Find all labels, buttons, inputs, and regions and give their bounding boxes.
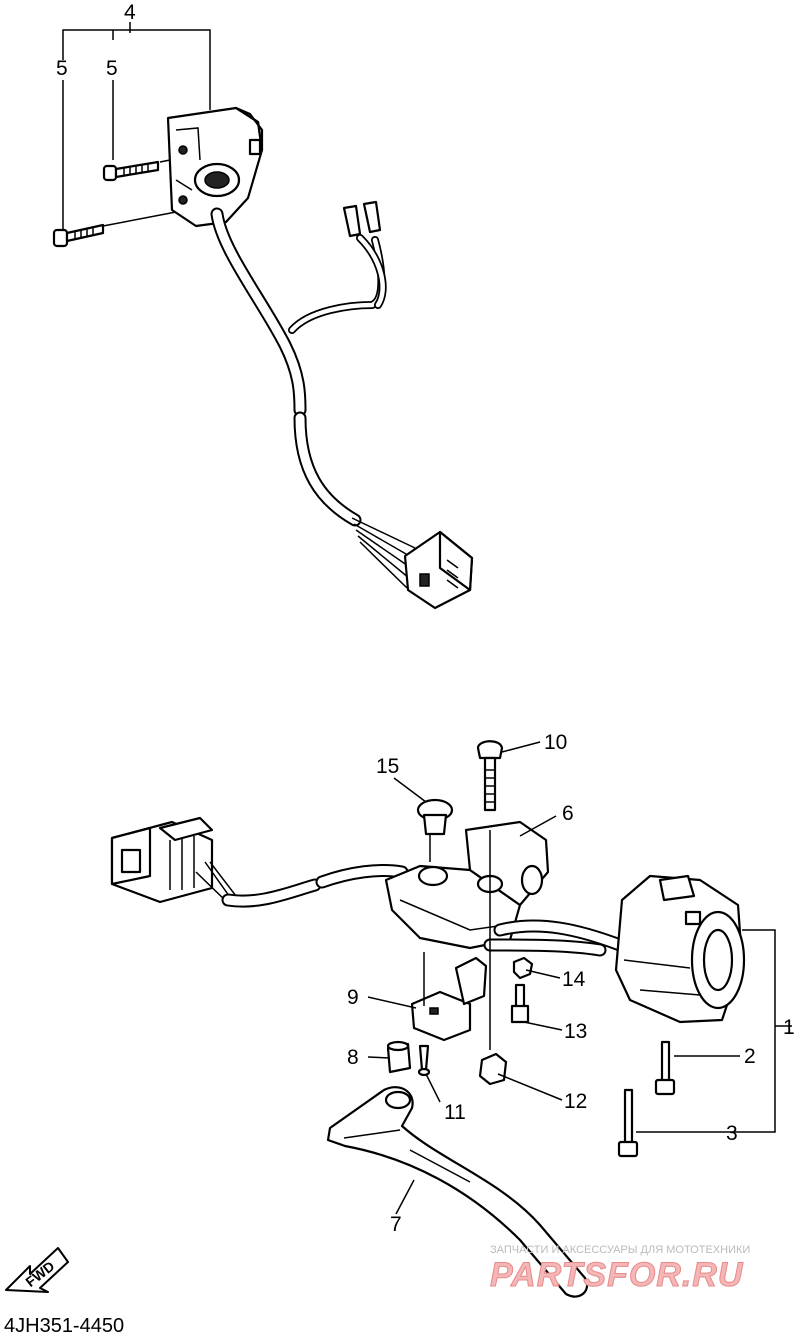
adjust-screw xyxy=(417,1044,431,1077)
multi-pin-coupler-top xyxy=(403,530,474,610)
screw-2 xyxy=(654,1040,676,1096)
screw-upper xyxy=(102,160,160,182)
callout-15: 15 xyxy=(376,755,399,778)
nut-small xyxy=(512,956,534,980)
callout-8: 8 xyxy=(347,1046,359,1069)
callout-5a: 5 xyxy=(56,57,68,80)
callout-1: 1 xyxy=(783,1016,795,1039)
callout-4: 4 xyxy=(124,1,136,24)
callout-11: 11 xyxy=(444,1101,466,1124)
pivot-bolt xyxy=(476,740,504,812)
screw-lower xyxy=(52,223,105,248)
left-handlebar-switch xyxy=(614,874,746,1024)
switch-housing-top xyxy=(166,106,264,228)
callout-10: 10 xyxy=(544,731,567,754)
watermark: ЗАПЧАСТИ И АКСЕССУАРЫ ДЛЯ МОТОТЕХНИКИ PA… xyxy=(490,1244,751,1295)
callout-6: 6 xyxy=(562,802,574,825)
right-handlebar-switch-assembly xyxy=(52,22,474,610)
watermark-logo: PARTSFOR.RU xyxy=(490,1256,744,1294)
lever-assembly xyxy=(110,740,792,1298)
lever-bracket xyxy=(384,820,550,950)
callout-labels: 1 2 3 4 5 5 6 7 8 9 10 11 12 13 14 15 xyxy=(56,1,795,1236)
callout-2: 2 xyxy=(744,1045,756,1068)
bolt-small xyxy=(510,983,530,1024)
spade-connectors xyxy=(342,200,382,238)
fwd-arrow-icon: FWD xyxy=(5,1247,69,1293)
callout-9: 9 xyxy=(347,986,359,1009)
callout-3: 3 xyxy=(726,1122,738,1145)
diagram-part-code: 4JH351-4450 xyxy=(4,1315,124,1337)
callout-13: 13 xyxy=(564,1020,587,1043)
nut xyxy=(478,1052,508,1086)
multi-pin-coupler-bottom xyxy=(110,816,214,904)
screw-3 xyxy=(617,1088,639,1158)
callout-7: 7 xyxy=(390,1213,402,1236)
lever xyxy=(326,1086,589,1298)
collar xyxy=(386,1040,412,1074)
callout-5b: 5 xyxy=(106,57,118,80)
callout-14: 14 xyxy=(562,968,586,991)
dust-cap xyxy=(416,798,454,836)
watermark-tagline: ЗАПЧАСТИ И АКСЕССУАРЫ ДЛЯ МОТОТЕХНИКИ xyxy=(490,1244,750,1256)
brake-switch xyxy=(410,956,488,1042)
callout-12: 12 xyxy=(564,1090,587,1113)
